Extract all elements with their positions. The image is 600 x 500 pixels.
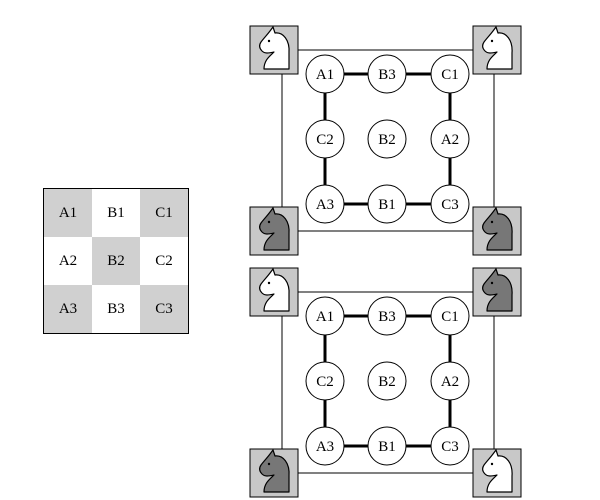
node-label: C1 xyxy=(441,309,459,325)
node-label: B2 xyxy=(378,374,396,390)
node-label: C3 xyxy=(441,197,459,213)
board-cell: A1 xyxy=(44,189,92,237)
board-cell: B3 xyxy=(107,300,125,317)
graph-node xyxy=(367,296,407,336)
black-knight-icon xyxy=(259,207,290,251)
graph-node xyxy=(305,296,345,336)
board-cell: A3 xyxy=(44,285,92,333)
graph-node xyxy=(367,119,407,159)
knight-top-left xyxy=(249,25,299,75)
node-label: A3 xyxy=(316,439,334,455)
board-cell: B1 xyxy=(107,204,125,221)
knight-eye xyxy=(267,281,271,285)
graph-node xyxy=(430,361,470,401)
graph-node xyxy=(305,426,345,466)
graph-frame xyxy=(281,49,495,232)
knight-top-left xyxy=(249,267,299,317)
node-label: B2 xyxy=(378,132,396,148)
graph-node xyxy=(367,426,407,466)
graph-node xyxy=(430,119,470,159)
graph-node xyxy=(367,361,407,401)
graph-frame xyxy=(281,291,495,474)
chessboard-3x3: A1 B1 C1 A2 B2 C2 A3 B3 C3 xyxy=(43,188,189,334)
graph-node xyxy=(430,296,470,336)
knight-eye xyxy=(267,462,271,466)
graph-node xyxy=(430,54,470,94)
node-label: C2 xyxy=(316,374,334,390)
black-knight-icon xyxy=(482,268,513,312)
graph-node xyxy=(430,184,470,224)
black-knight-icon xyxy=(259,449,290,493)
graph-node xyxy=(430,426,470,466)
white-knight-icon xyxy=(482,449,513,493)
board-cell: C3 xyxy=(140,285,188,333)
knight-bottom-right xyxy=(472,448,522,498)
node-label: C3 xyxy=(441,439,459,455)
node-label: B3 xyxy=(378,67,396,83)
knight-eye xyxy=(490,281,494,285)
node-label: C2 xyxy=(316,132,334,148)
knight-eye xyxy=(490,462,494,466)
knight-eye xyxy=(267,39,271,43)
graph-node xyxy=(305,184,345,224)
node-label: A1 xyxy=(316,309,334,325)
knight-bottom-left xyxy=(249,206,299,256)
node-label: B1 xyxy=(378,197,396,213)
board-cell: B2 xyxy=(92,237,140,285)
node-label: A2 xyxy=(441,374,459,390)
knight-eye xyxy=(490,220,494,224)
node-label: A2 xyxy=(441,132,459,148)
knight-eye xyxy=(490,39,494,43)
graph-node xyxy=(367,54,407,94)
knight-bottom-right xyxy=(472,206,522,256)
graph-node xyxy=(305,361,345,401)
node-label: B3 xyxy=(378,309,396,325)
board-cell: C1 xyxy=(140,189,188,237)
node-label: B1 xyxy=(378,439,396,455)
graph-node xyxy=(305,119,345,159)
knight-bottom-left xyxy=(249,448,299,498)
board-cell: A2 xyxy=(58,252,78,269)
node-label: C1 xyxy=(441,67,459,83)
knight-top-right xyxy=(472,25,522,75)
knight-top-right xyxy=(472,267,522,317)
white-knight-icon xyxy=(482,26,513,70)
black-knight-icon xyxy=(482,207,513,251)
graph-node xyxy=(305,54,345,94)
node-label: A1 xyxy=(316,67,334,83)
white-knight-icon xyxy=(259,26,290,70)
knight-eye xyxy=(267,220,271,224)
graph-node xyxy=(367,184,407,224)
node-label: A3 xyxy=(316,197,334,213)
white-knight-icon xyxy=(259,268,290,312)
board-cell: C2 xyxy=(155,252,173,269)
